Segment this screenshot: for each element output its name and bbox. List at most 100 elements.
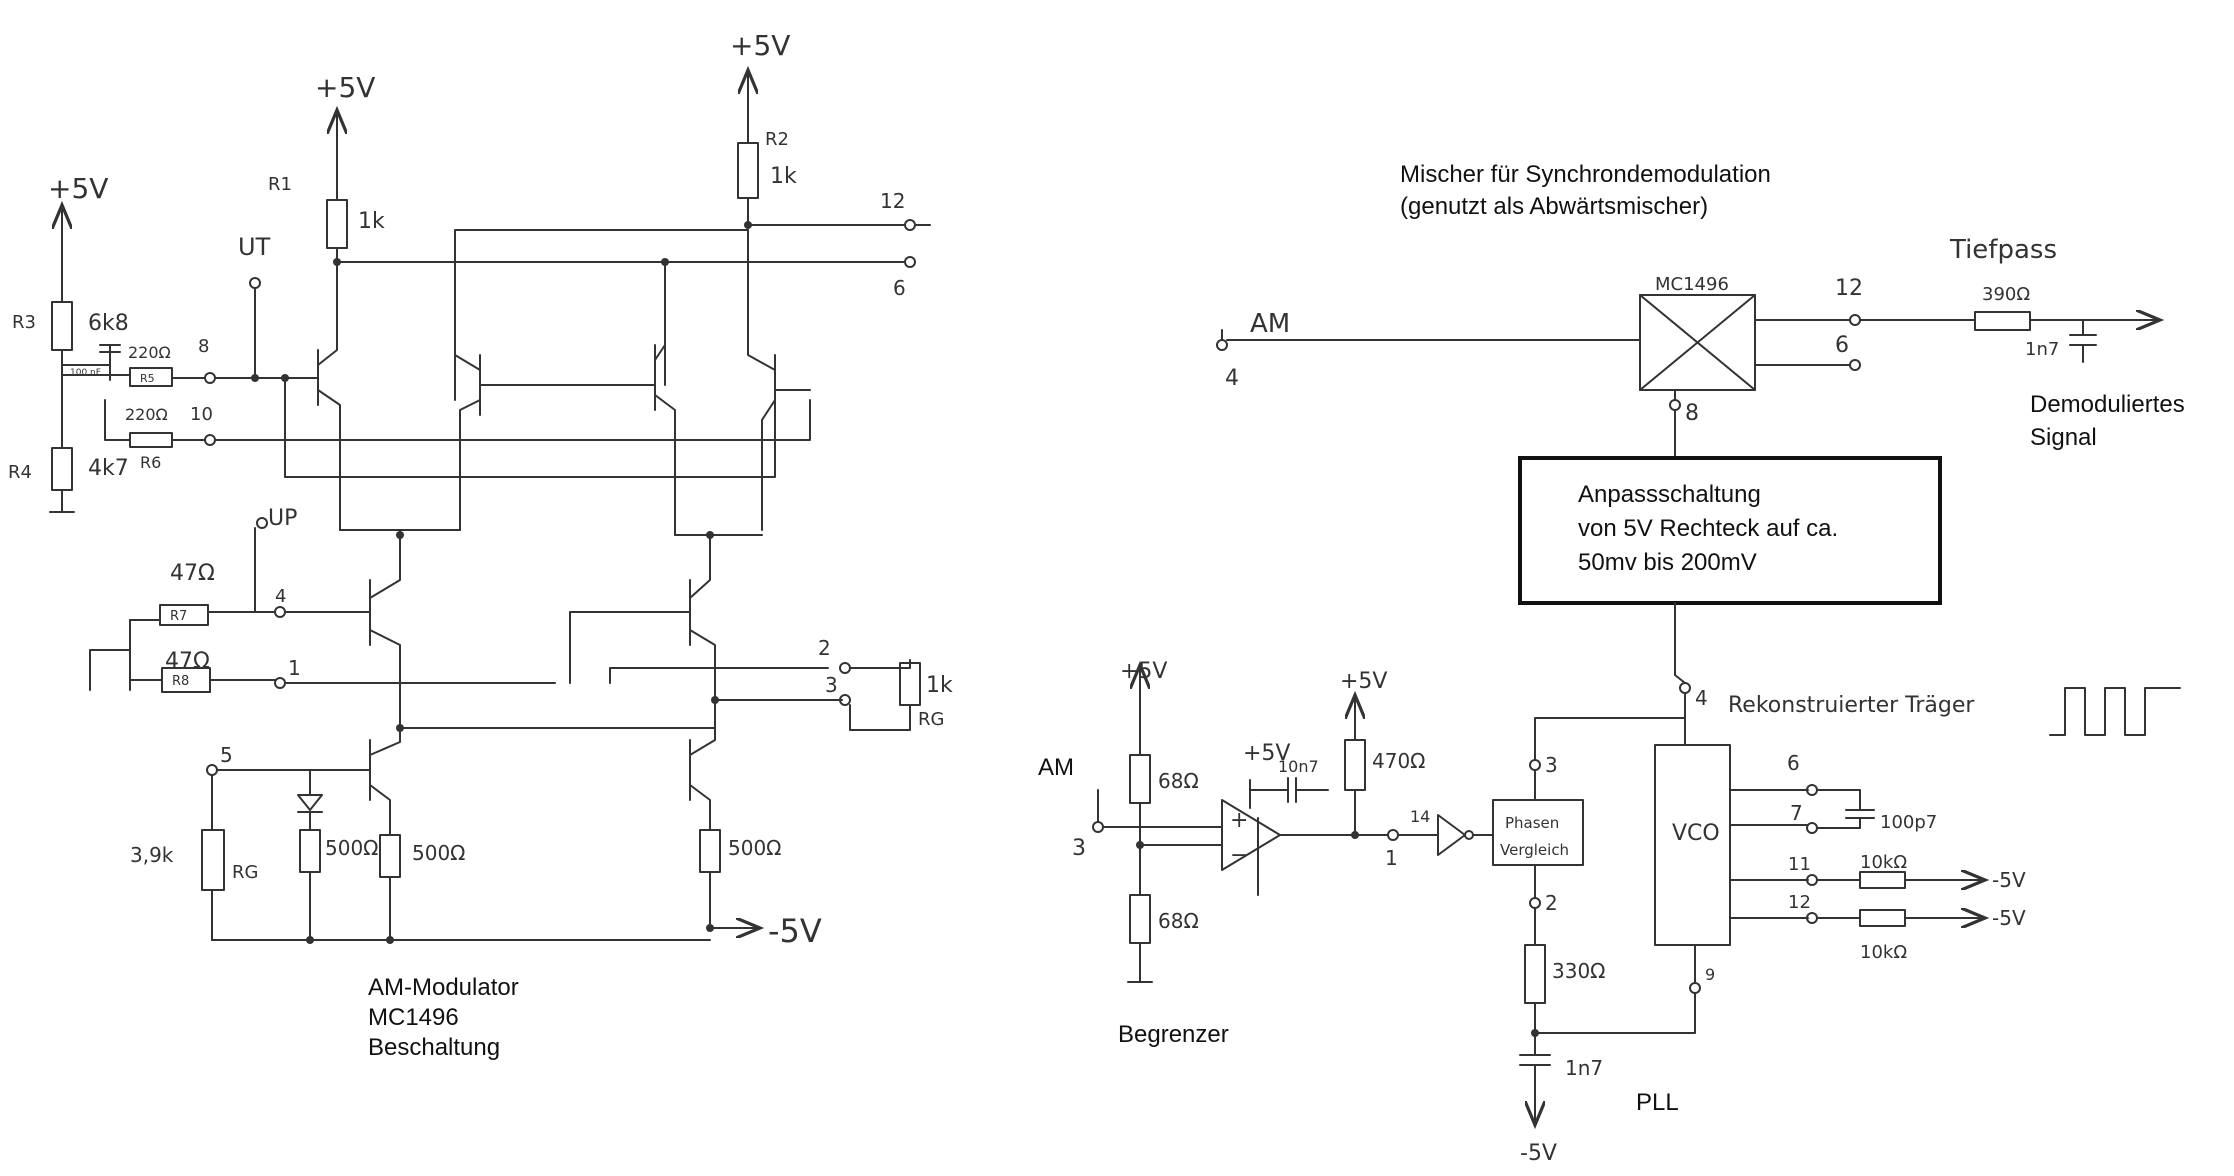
transistor-q4 <box>747 229 811 531</box>
resistor-68-top <box>1129 754 1151 804</box>
transistor-q2 <box>454 354 561 531</box>
carrier-label: Rekonstruierter Träger <box>1728 693 1975 718</box>
adapter-box <box>1518 456 1942 605</box>
up-terminal <box>256 517 268 529</box>
r7-label: R7 <box>170 609 187 624</box>
r68-top-value: 68Ω <box>1158 769 1199 793</box>
resistor-68-bottom <box>1129 894 1151 944</box>
mixer-ic-mc1496: MC1496 <box>1639 274 1756 391</box>
mixer-pin12-terminal <box>1849 314 1861 326</box>
r7-value: 47Ω <box>170 561 215 586</box>
pin-1-terminal <box>274 677 286 689</box>
inverter-buffer <box>1437 814 1466 856</box>
phase-comparator-box <box>1492 799 1584 866</box>
pin-12-terminal <box>904 219 916 231</box>
resistor-r2 <box>737 142 759 199</box>
caption-line-3: Beschaltung <box>368 1034 500 1061</box>
pll-caption: PLL <box>1636 1089 1679 1116</box>
resistor-r1 <box>326 199 348 249</box>
supply-neg-label: -5V <box>768 912 822 950</box>
resistor-10k-a <box>1859 871 1906 889</box>
vco-pin4-label: 4 <box>1695 686 1708 710</box>
r1-value: 1k <box>358 209 385 234</box>
am-pin4: 4 <box>1225 366 1239 391</box>
vco-pin7-terminal <box>1806 822 1818 834</box>
pullup-supply-label: +5V <box>1340 669 1387 694</box>
vco-label: VCO <box>1672 821 1720 846</box>
c1n7-value: 1n7 <box>1565 1056 1603 1080</box>
pin3-label: 3 <box>825 673 838 697</box>
r10kb-value: 10kΩ <box>1860 942 1907 963</box>
pin4-label: 4 <box>275 586 286 607</box>
pll-pin3-terminal <box>1529 759 1541 771</box>
up-label: UP <box>268 506 297 531</box>
vco-pin9-label: 9 <box>1705 965 1715 984</box>
resistor-r6 <box>129 432 173 448</box>
lowpass-r-value: 390Ω <box>1982 284 2030 305</box>
caption-line-1: AM-Modulator <box>368 974 519 1001</box>
r3-label: R3 <box>12 312 36 333</box>
svg-text:+: + <box>1230 808 1248 833</box>
pin-8-terminal <box>204 372 216 384</box>
adapter-line-1: Anpassschaltung <box>1578 481 1761 508</box>
transistor-q7 <box>369 727 401 826</box>
mixer-title-2: (genutzt als Abwärtsmischer) <box>1400 193 1708 220</box>
pin5-label: 5 <box>220 743 233 767</box>
mixer-pin6-terminal <box>1849 359 1861 371</box>
pin-4-terminal <box>274 606 286 618</box>
limiter-pin3: 3 <box>1072 836 1086 861</box>
lowpass-label: Tiefpass <box>1949 235 2057 265</box>
transistor-q6 <box>569 544 716 729</box>
r470-value: 470Ω <box>1372 749 1425 773</box>
svg-text:−: − <box>1230 843 1248 868</box>
am-input-label: AM <box>1038 754 1074 781</box>
r2-value: 1k <box>770 164 797 189</box>
pll-pin1-terminal <box>1387 829 1399 841</box>
resistor-10k-b <box>1859 909 1906 927</box>
am-modulator-circuit: +5V +5V R1 1k R2 1k 12 6 +5V R3 6k8 R4 4… <box>8 29 953 950</box>
pll-pin2-label: 2 <box>1545 891 1558 915</box>
resistor-500-a <box>299 829 321 873</box>
resistor-r7 <box>159 604 209 626</box>
mixer-title-1: Mischer für Synchrondemodulation <box>1400 161 1771 188</box>
supply-top-label: +5V <box>730 29 790 62</box>
caption-line-2: MC1496 <box>368 1004 459 1031</box>
adapter-line-3: 50mv bis 200mV <box>1578 549 1757 576</box>
c10n-value: 10n7 <box>1278 757 1319 776</box>
r1-label: R1 <box>268 174 292 195</box>
r2-label: R2 <box>765 129 789 150</box>
phase-label-1: Phasen <box>1505 814 1559 832</box>
r10ka-value: 10kΩ <box>1860 852 1907 873</box>
r8-label: R8 <box>172 674 189 689</box>
resistor-330 <box>1524 944 1546 1004</box>
r5-label: R5 <box>140 372 155 385</box>
r4-label: R4 <box>8 462 32 483</box>
rg-label: RG <box>918 709 944 730</box>
m5a-label: -5V <box>1992 868 2026 892</box>
limiter-input-terminal <box>1092 821 1104 833</box>
resistor-500-b <box>379 834 401 878</box>
r500a-label: 500Ω <box>325 836 378 860</box>
r8-value: 47Ω <box>165 649 210 674</box>
lowpass-resistor <box>1974 311 2031 331</box>
pin6-label: 6 <box>893 276 906 300</box>
r4-value: 4k7 <box>88 456 129 481</box>
resistor-r3 <box>51 301 73 351</box>
vco-pin7-label: 7 <box>1790 801 1803 825</box>
r5-value: 220Ω <box>128 343 171 362</box>
output-label-1: Demoduliertes <box>2030 391 2185 418</box>
vco-pin9-terminal <box>1689 982 1701 994</box>
vco-pin12-label: 12 <box>1788 892 1811 913</box>
pll-pin1-label: 1 <box>1385 846 1398 870</box>
pin-5-terminal <box>206 764 218 776</box>
am-label: AM <box>1250 309 1290 339</box>
pin10-label: 10 <box>190 404 213 425</box>
resistor-r4 <box>51 447 73 491</box>
resistor-470 <box>1344 739 1366 791</box>
pll-pin2-terminal <box>1529 897 1541 909</box>
opamp-supply-label: +5V <box>1243 741 1290 766</box>
r6-label: R6 <box>140 453 161 472</box>
pin12-label: 12 <box>880 189 905 213</box>
mixer-ic-label: MC1496 <box>1655 274 1729 295</box>
